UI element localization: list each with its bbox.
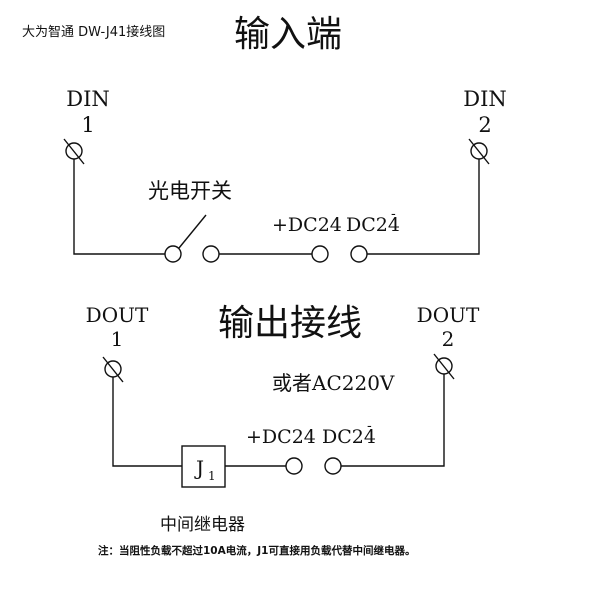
dout2-number: 2 [442,327,455,351]
din2-number: 2 [478,113,491,137]
output-section-title: 输出接线 [218,303,362,344]
brand-model-title: 大为智通 DW-J41接线图 [22,24,165,40]
input-plus-dc24-label: +DC24 [272,214,342,236]
din1-number: 1 [81,113,94,137]
output-plus-dc24-label: +DC24 [246,426,316,448]
input-minus-dc24-terminal [350,245,368,263]
photoelectric-switch-label: 光电开关 [148,179,232,203]
photoelectric-switch [164,214,220,263]
alt-ac220v-label: 或者AC220V [272,371,395,395]
din1-wire [73,159,165,255]
din1-terminal [63,138,85,165]
output-minus-dc24-terminal [324,457,342,475]
relay-caption: 中间继电器 [160,515,245,535]
din2-terminal [468,138,490,165]
output-minus-sign: - [367,418,372,434]
input-section-title: 输入端 [234,14,342,55]
output-plus-dc24-terminal [285,457,303,475]
input-minus-sign: - [391,206,396,222]
footnote: 注：当阻性负载不超过10A电流，J1可直接用负载代替中间继电器。 [98,544,415,557]
relay-j1-subscript: 1 [208,469,216,483]
input-plus-dc24-terminal [311,245,329,263]
dout1-number: 1 [111,327,124,351]
dout2-label: DOUT [417,303,480,327]
output-minus-dc24-label: DC24 [322,426,376,448]
dout1-wire [112,377,182,467]
relay-j1: J 1 [181,445,226,488]
dout2-wire [341,374,445,467]
dout1-label: DOUT [86,303,149,327]
input-minus-dc24-label: DC24 [346,214,400,236]
din1-label: DIN [66,87,110,111]
din2-label: DIN [463,87,507,111]
din2-wire [367,159,480,255]
relay-j1-symbol: J [194,456,204,480]
